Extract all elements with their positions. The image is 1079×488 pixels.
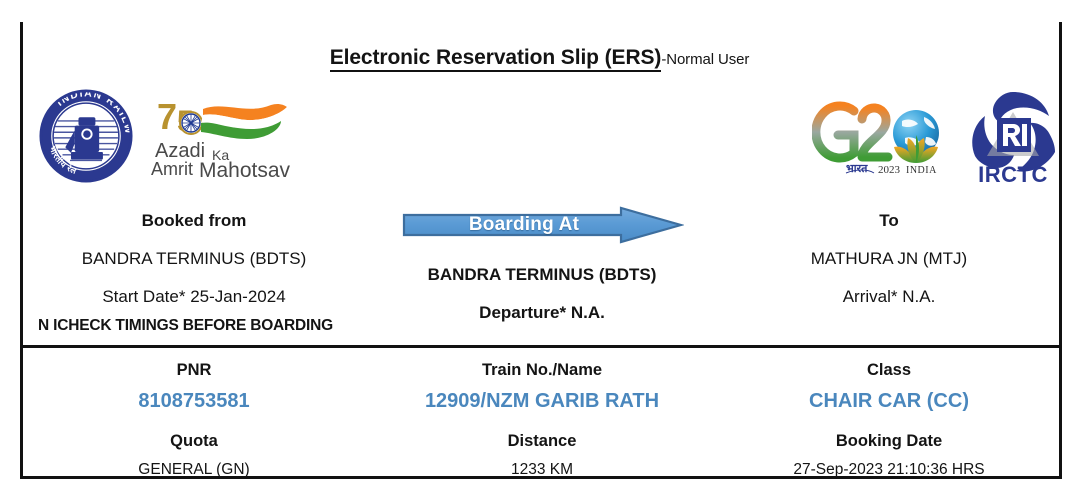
to-column: To MATHURA JN (MTJ) Arrival* N.A. xyxy=(716,200,1062,305)
logo-band: INDIAN RAILWAYS भारतीय रेल xyxy=(20,81,1065,194)
train-distance-column: Train No./Name 12909/NZM GARIB RATH Dist… xyxy=(368,352,716,478)
azadi-ka-amrit-mahotsav-icon: 7 5 Az xyxy=(151,95,301,182)
quota-value: GENERAL (GN) xyxy=(138,461,250,478)
distance-value: 1233 KM xyxy=(510,461,574,478)
g20-india-icon: भारत 2023 INDIA xyxy=(811,91,952,188)
booking-details-band: PNR 8108753581 Quota GENERAL (GN) Train … xyxy=(20,352,1062,478)
booked-from-station: BANDRA TERMINUS (BDTS) xyxy=(81,249,307,268)
boarding-at-station: BANDRA TERMINUS (BDTS) xyxy=(427,265,657,284)
distance-label: Distance xyxy=(507,431,577,450)
svg-text:भारत: भारत xyxy=(846,163,868,175)
to-arrival-value: N.A. xyxy=(902,287,936,306)
boarding-at-departure-label: Departure* xyxy=(479,303,567,322)
indian-railways-emblem-icon: INDIAN RAILWAYS भारतीय रेल xyxy=(35,81,133,183)
booked-from-start-date-value: 25-Jan-2024 xyxy=(190,287,286,306)
pnr-quota-column: PNR 8108753581 Quota GENERAL (GN) xyxy=(20,352,368,478)
journey-band: Booked from BANDRA TERMINUS (BDTS) Start… xyxy=(20,200,1062,345)
quota-label: Quota xyxy=(170,431,218,450)
boarding-at-column: Boarding At BANDRA TERMINUS (BDTS) Depar… xyxy=(368,200,716,321)
ticket-bottom-rule xyxy=(20,476,1062,479)
booked-from-start-date-label: Start Date* xyxy=(102,287,186,306)
class-label: Class xyxy=(866,361,912,379)
to-arrival-label: Arrival* xyxy=(842,287,898,306)
page-title: Electronic Reservation Slip (ERS)-Normal… xyxy=(0,46,1079,72)
svg-text:IRCTC: IRCTC xyxy=(978,162,1048,187)
booking-date-label: Booking Date xyxy=(835,431,943,450)
class-booking-date-column: Class CHAIR CAR (CC) Booking Date 27-Sep… xyxy=(716,352,1062,478)
pnr-label: PNR xyxy=(176,361,212,379)
booked-from-header: Booked from xyxy=(141,211,247,230)
booked-from-column: Booked from BANDRA TERMINUS (BDTS) Start… xyxy=(20,200,368,305)
boarding-at-departure: Departure* N.A. xyxy=(368,304,716,321)
svg-text:7: 7 xyxy=(157,96,176,137)
page-title-main: Electronic Reservation Slip (ERS) xyxy=(329,46,661,72)
svg-text:Mahotsav: Mahotsav xyxy=(199,159,291,181)
section-divider xyxy=(22,345,1060,348)
train-label: Train No./Name xyxy=(481,361,603,379)
train-value: 12909/NZM GARIB RATH xyxy=(424,389,660,412)
booking-date-value: 27-Sep-2023 21:10:36 HRS xyxy=(793,461,985,478)
to-station: MATHURA JN (MTJ) xyxy=(810,249,968,268)
svg-text:INDIA: INDIA xyxy=(906,165,937,176)
to-header: To xyxy=(879,211,899,230)
svg-text:Ka: Ka xyxy=(212,147,229,163)
class-value: CHAIR CAR (CC) xyxy=(809,389,969,412)
pnr-value: 8108753581 xyxy=(138,389,250,412)
boarding-timings-notice: N ICHECK TIMINGS BEFORE BOARDING xyxy=(38,317,333,334)
page-title-subtitle: -Normal User xyxy=(661,51,750,68)
ticket-outer-frame xyxy=(20,22,1062,478)
irctc-logo-icon: IRCTC xyxy=(961,86,1065,190)
booked-from-start-date: Start Date* 25-Jan-2024 xyxy=(20,288,368,305)
svg-text:Amrit: Amrit xyxy=(151,159,193,179)
svg-text:2023: 2023 xyxy=(878,164,901,176)
svg-text:Azadi: Azadi xyxy=(155,140,205,162)
boarding-at-arrow: Boarding At xyxy=(401,205,684,245)
to-arrival: Arrival* N.A. xyxy=(716,288,1062,305)
boarding-at-departure-value: N.A. xyxy=(570,303,605,322)
